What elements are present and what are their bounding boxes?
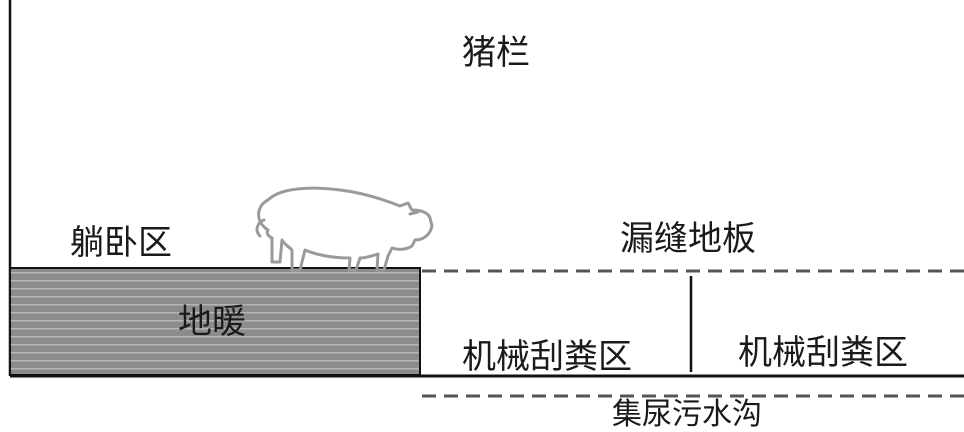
scraper-area-right-label: 机械刮粪区 [738, 333, 908, 373]
pig-icon [255, 186, 434, 272]
slatted-floor-label: 漏缝地板 [620, 219, 756, 259]
pigpen-title: 猪栏 [462, 33, 530, 73]
scraper-area-left-label: 机械刮粪区 [462, 337, 632, 377]
resting-area-label: 躺卧区 [70, 223, 172, 263]
floor-heating-label: 地暖 [178, 302, 246, 342]
sewage-trench-label: 集尿污水沟 [612, 397, 762, 432]
